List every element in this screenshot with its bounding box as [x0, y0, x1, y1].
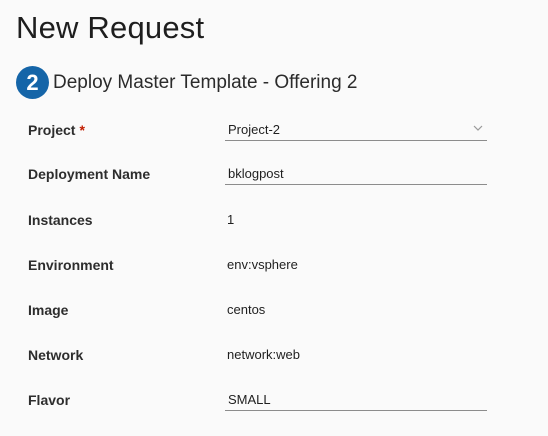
environment-field-row: Environment env:vsphere: [28, 257, 498, 283]
project-label: Project*: [28, 122, 85, 138]
environment-value: env:vsphere: [227, 257, 298, 272]
image-field-row: Image centos: [28, 302, 498, 328]
step-number-badge: 2: [16, 66, 49, 99]
flavor-input[interactable]: [225, 389, 487, 411]
flavor-field-row: Flavor: [28, 389, 498, 418]
network-field-row: Network network:web: [28, 347, 498, 373]
image-label: Image: [28, 302, 69, 318]
chevron-down-icon[interactable]: [473, 123, 483, 133]
flavor-label: Flavor: [28, 392, 71, 408]
instances-field-row: Instances 1: [28, 212, 498, 238]
environment-label: Environment: [28, 257, 114, 273]
instances-value: 1: [227, 212, 235, 227]
image-value: centos: [227, 302, 266, 317]
page-title: New Request: [16, 10, 205, 45]
step-header: 2 Deploy Master Template - Offering 2: [16, 66, 358, 99]
deployment-name-field-row: Deployment Name: [28, 163, 498, 192]
step-title: Deploy Master Template - Offering 2: [53, 71, 358, 93]
instances-label: Instances: [28, 212, 93, 228]
deployment-name-label: Deployment Name: [28, 166, 151, 182]
network-label: Network: [28, 347, 84, 363]
project-select-value: Project-2: [228, 122, 281, 137]
required-indicator: *: [79, 122, 85, 138]
network-value: network:web: [227, 347, 300, 362]
project-select[interactable]: Project-2: [225, 119, 487, 141]
deployment-name-input[interactable]: [225, 163, 487, 185]
project-field-row: Project* Project-2: [28, 122, 498, 148]
